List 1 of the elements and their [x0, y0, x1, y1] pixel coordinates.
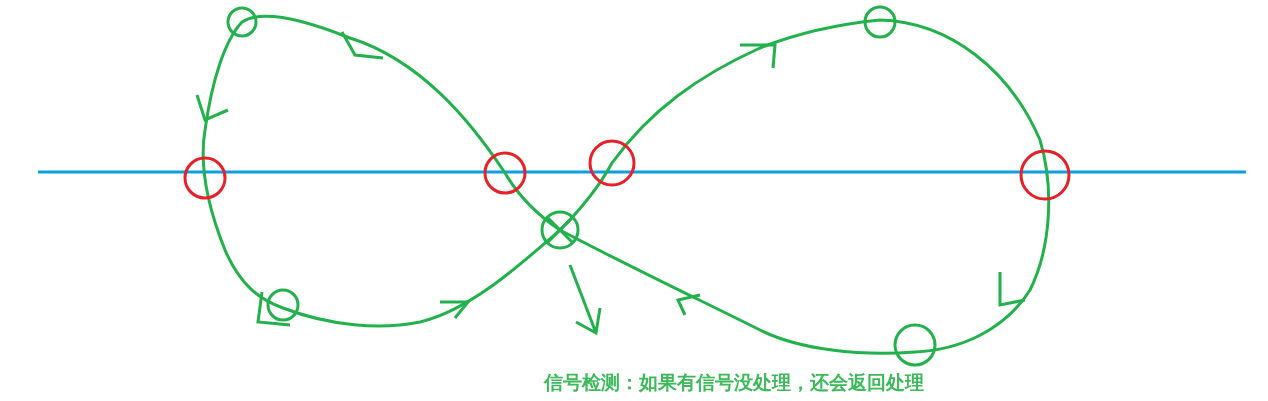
- note-text: 信号检测：如果有信号没处理，还会返回处理: [544, 370, 924, 395]
